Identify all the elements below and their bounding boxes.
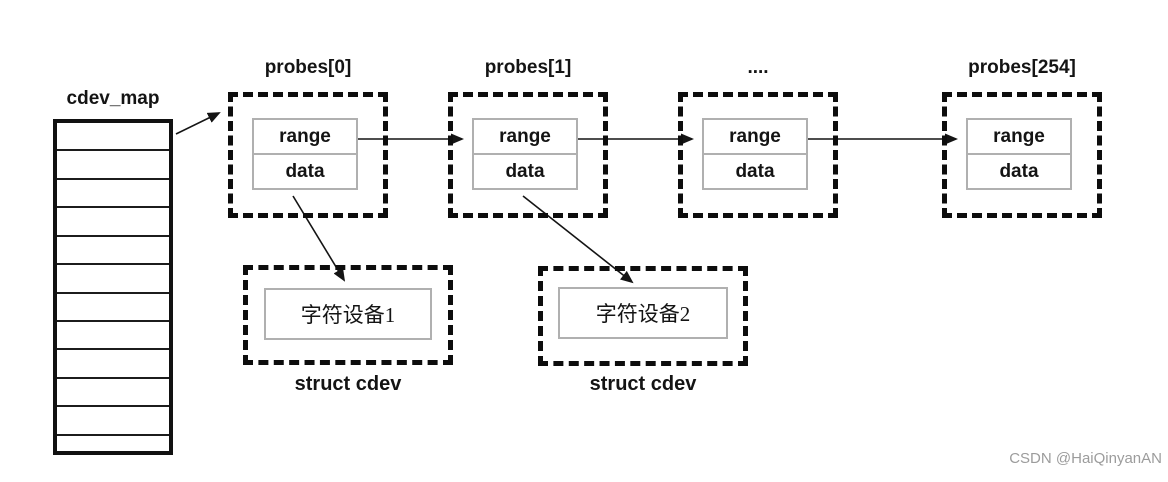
cdev-map-row <box>57 123 169 152</box>
cdev-map-row <box>57 350 169 379</box>
cdev-map-row <box>57 322 169 351</box>
cdev-map-row <box>57 151 169 180</box>
probe-1-data-cell: data <box>472 153 578 190</box>
cdev-node-1: 字符设备1 <box>243 265 453 365</box>
cdev-map-row <box>57 379 169 408</box>
probe-1-range-cell: range <box>472 118 578 155</box>
cdev-map-row <box>57 208 169 237</box>
watermark: CSDN @HaiQinyanAN <box>1009 450 1162 467</box>
probe-table-0: range data <box>252 118 358 190</box>
probe-0-data-cell: data <box>252 153 358 190</box>
cdev-map-row <box>57 237 169 266</box>
probe-table-dots: range data <box>702 118 808 190</box>
cdev-map-label: cdev_map <box>66 88 160 109</box>
cdev-map-row <box>57 436 169 451</box>
cdev-node-2-caption: struct cdev <box>589 373 697 395</box>
probe-label-dots: .... <box>747 57 769 78</box>
probe-label-254: probes[254] <box>968 57 1076 78</box>
cdev-map-row <box>57 294 169 322</box>
probe-box-dots: range data <box>678 92 838 218</box>
probe-0-range-cell: range <box>252 118 358 155</box>
cdev-node-2: 字符设备2 <box>538 266 748 366</box>
probe-table-1: range data <box>472 118 578 190</box>
cdev-map-row <box>57 180 169 209</box>
probe-label-0: probes[0] <box>264 57 352 78</box>
probe-box-0: range data <box>228 92 388 218</box>
probe-dots-range-cell: range <box>702 118 808 155</box>
probe-box-254: range data <box>942 92 1102 218</box>
arrow-cdevmap-to-probes0 <box>175 112 221 135</box>
probe-table-254: range data <box>966 118 1072 190</box>
cdev-map-table <box>53 119 173 455</box>
cdev-node-1-value: 字符设备1 <box>264 288 432 340</box>
cdev-map-row <box>57 265 169 294</box>
probe-label-1: probes[1] <box>484 57 572 78</box>
cdev-node-1-caption: struct cdev <box>294 373 402 395</box>
cdev-node-2-value: 字符设备2 <box>558 287 728 339</box>
cdev-map-row <box>57 407 169 436</box>
probe-254-data-cell: data <box>966 153 1072 190</box>
probe-dots-data-cell: data <box>702 153 808 190</box>
probe-254-range-cell: range <box>966 118 1072 155</box>
probe-box-1: range data <box>448 92 608 218</box>
